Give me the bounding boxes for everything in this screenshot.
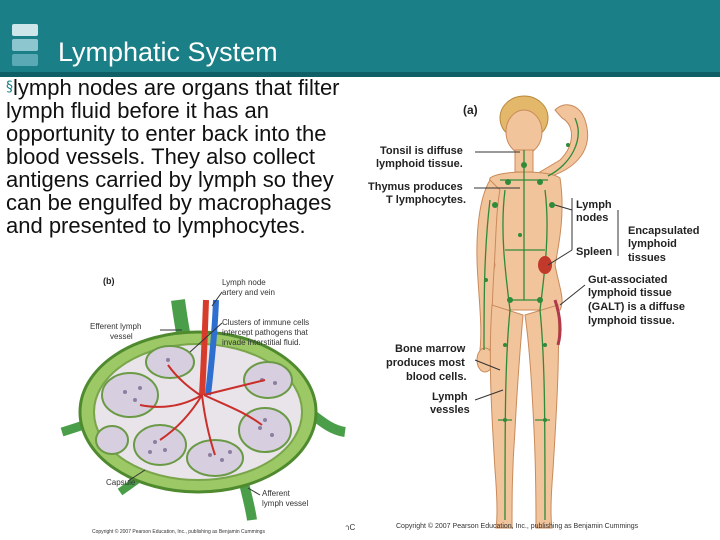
slide-title: Lymphatic System <box>58 37 278 67</box>
galt-label-line3: (GALT) is a diffuse <box>588 301 685 313</box>
encapsulated-label-line3: tissues <box>628 252 666 264</box>
galt-label-line2: lymphoid tissue <box>588 287 672 299</box>
afferent-label-line2: lymph vessel <box>262 499 308 508</box>
title-bar <box>0 0 720 72</box>
bullet-text: lymph nodes are organs that filter lymph… <box>6 75 340 238</box>
slide-logo-icon <box>12 24 38 68</box>
afferent-label-line1: Afferent <box>262 489 291 498</box>
artery-label-line1: Lymph node <box>222 278 266 287</box>
marrow-label-line3: blood cells. <box>406 371 467 383</box>
clusters-label-line1: Clusters of immune cells <box>222 318 309 327</box>
capsule-label: Capsule <box>106 478 136 487</box>
panel-b-label: (b) <box>103 276 115 286</box>
bullet-paragraph: §lymph nodes are organs that filter lymp… <box>6 76 360 237</box>
galt-label-line4: lymphoid tissue. <box>588 315 675 327</box>
human-body-illustration <box>474 95 619 529</box>
spleen-shape <box>538 256 552 274</box>
bullet-mark: § <box>6 79 13 95</box>
panel-a-copyright: Copyright © 2007 Pearson Education, Inc.… <box>396 522 639 530</box>
marrow-label-line1: Bone marrow <box>395 343 466 355</box>
encapsulated-label-line1: Encapsulated <box>628 225 700 237</box>
vessels-label-line1: Lymph <box>432 391 468 403</box>
encapsulated-label-line2: lymphoid <box>628 238 677 250</box>
stray-text: าC <box>345 523 355 532</box>
marrow-label-line2: produces most <box>386 357 465 369</box>
artery-label-line2: artery and vein <box>222 288 275 297</box>
tonsil-label-line1: Tonsil is diffuse <box>380 145 463 157</box>
spleen-label: Spleen <box>576 246 612 258</box>
clusters-label-line3: invade interstitial fluid. <box>222 338 301 347</box>
efferent-label-line2: vessel <box>110 332 133 341</box>
vessels-label-line2: vessles <box>430 404 470 416</box>
thymus-label-line1: Thymus produces <box>368 181 463 193</box>
thymus-label-line2: T lymphocytes. <box>386 194 466 206</box>
efferent-label-line1: Efferent lymph <box>90 322 141 331</box>
panel-a-label: (a) <box>463 103 478 117</box>
lymph-nodes-label-line2: nodes <box>576 212 608 224</box>
panel-b-copyright: Copyright © 2007 Pearson Education, Inc.… <box>92 528 265 535</box>
galt-label-line1: Gut-associated <box>588 274 667 286</box>
title-underline <box>0 72 720 77</box>
vein-line <box>205 299 219 396</box>
tonsil-label-line2: lymphoid tissue. <box>376 158 463 170</box>
clusters-label-line2: intercept pathogens that <box>222 328 309 337</box>
lymph-nodes-label-line1: Lymph <box>576 199 612 211</box>
lymph-node-illustration <box>60 291 346 521</box>
artery-line <box>199 299 209 396</box>
